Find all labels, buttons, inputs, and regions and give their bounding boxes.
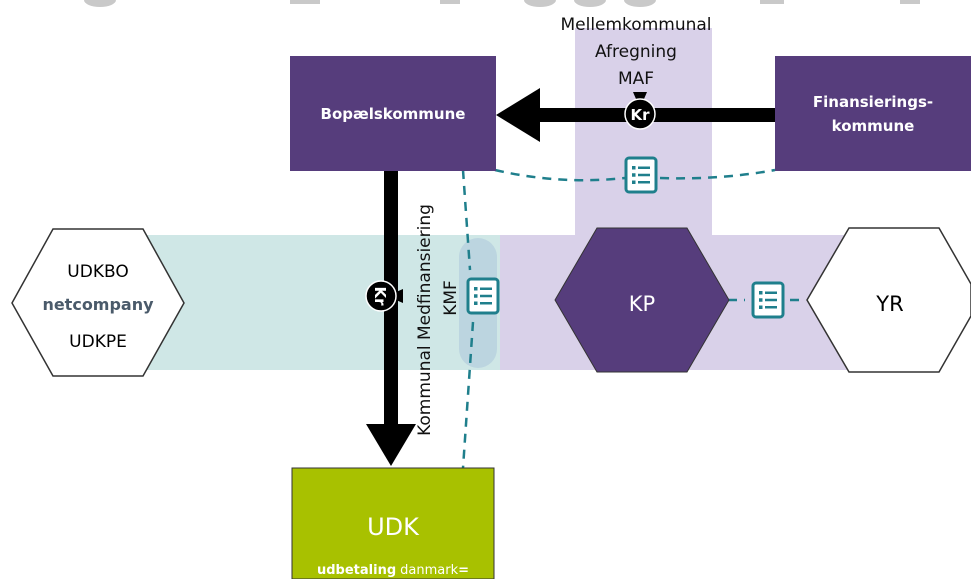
udk-label: UDK xyxy=(367,513,420,541)
udkpe-label: UDKPE xyxy=(69,332,127,352)
document-icon xyxy=(624,156,658,194)
svg-text:Kr: Kr xyxy=(371,286,389,306)
finansieringskommune-node: Finansierings- kommune xyxy=(775,56,971,171)
udk-systems-hexagon: UDKBO netcompany UDKPE xyxy=(11,228,185,377)
money-bag-icon: Kr xyxy=(365,280,403,312)
yr-label: YR xyxy=(875,292,903,316)
kp-node: KP xyxy=(554,227,730,373)
netcompany-logo: netcompany xyxy=(42,295,154,314)
finansieringskommune-label-line2: kommune xyxy=(832,117,915,135)
maf-band xyxy=(575,28,712,240)
kp-label: KP xyxy=(629,292,655,316)
udkbo-label: UDKBO xyxy=(67,262,128,282)
money-bag-label: Kr xyxy=(630,106,650,124)
kmf-label-line1: Kommunal Medfinansiering xyxy=(415,204,435,436)
yr-node: YR xyxy=(806,227,971,373)
money-bag-icon: Kr xyxy=(624,92,656,130)
bopaelskommune-node: Bopælskommune xyxy=(290,56,496,171)
bopaelskommune-label: Bopælskommune xyxy=(321,105,466,123)
finansieringskommune-label-line1: Finansierings- xyxy=(813,93,933,111)
kmf-label-line2: KMF xyxy=(441,280,461,316)
maf-label-line1: Mellemkommunal xyxy=(560,15,711,35)
document-icon xyxy=(751,281,785,319)
maf-label-line3: MAF xyxy=(618,69,654,89)
dashed-data-lines xyxy=(461,168,806,469)
document-icon xyxy=(466,277,500,315)
maf-label-line2: Afregning xyxy=(595,42,677,62)
top-cutoff-shapes xyxy=(84,0,920,7)
